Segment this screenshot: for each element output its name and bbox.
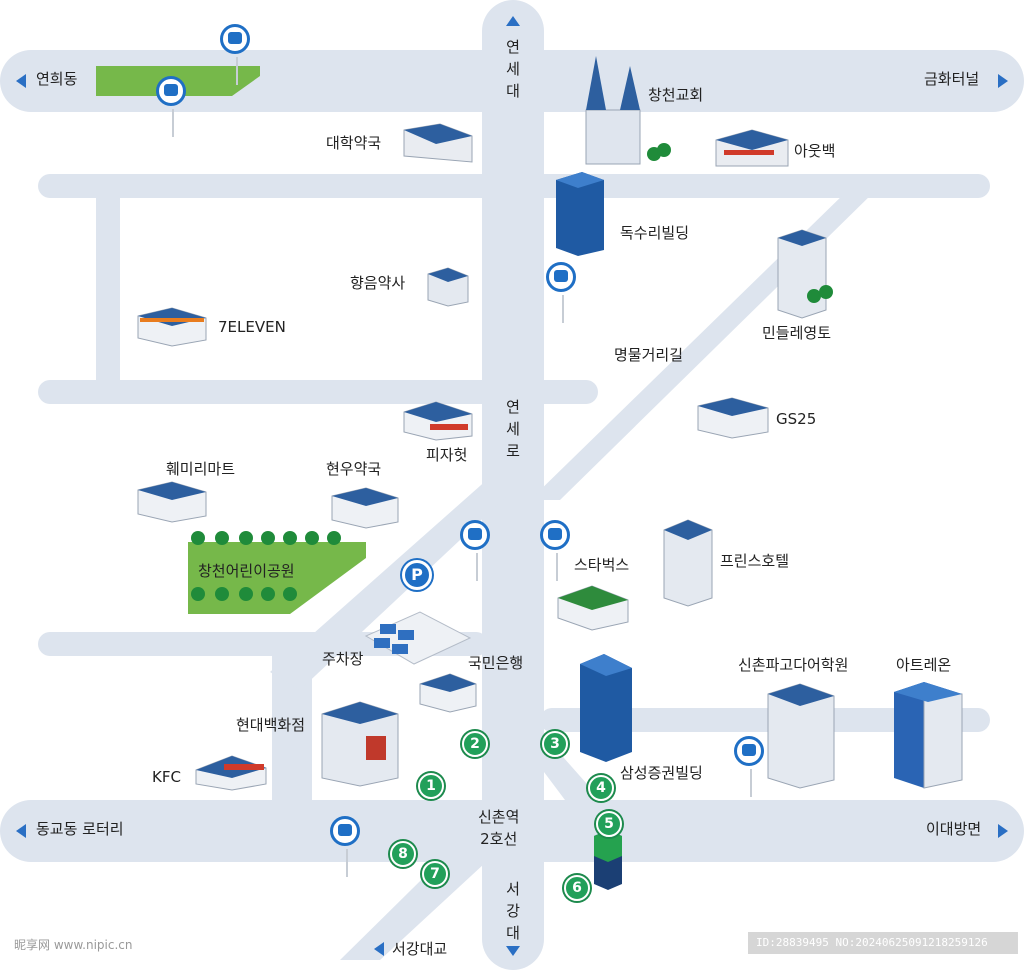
arrow-up-icon: [506, 16, 520, 26]
kfc-building: [195, 755, 267, 791]
direction-sogang-bridge: 서강대교: [392, 940, 448, 958]
arrow-down-icon: [506, 946, 520, 956]
kookmin-building: [419, 673, 477, 713]
exit-8-icon: 8: [390, 841, 416, 867]
hyangeum-building: [427, 267, 469, 307]
right-small-road: [540, 708, 990, 732]
exit-3-icon: 3: [542, 731, 568, 757]
diagonal-lower-left: [270, 470, 524, 690]
artreon-building: [894, 682, 963, 789]
bus-stop-icon: [330, 816, 360, 877]
label-park: 창천어린이공원: [198, 562, 295, 580]
direction-ewha: 이대방면: [926, 820, 982, 838]
road-to-bridge: [340, 820, 510, 960]
label-familymart: 훼미리마트: [166, 460, 236, 478]
label-gs25: GS25: [776, 410, 817, 428]
label-parking-lot: 주차장: [322, 650, 364, 668]
direction-yeonhuidong: 연희동: [36, 70, 78, 88]
direction-geumhwa-tunnel: 금화터널: [924, 70, 980, 88]
arrow-left-icon: [16, 74, 26, 88]
changcheon-park: [188, 542, 366, 614]
left-vertical-road: [96, 190, 120, 390]
gs25-building: [697, 397, 769, 439]
bus-stop-icon: [220, 24, 250, 85]
direction-sogang-univ: 서강대: [506, 880, 520, 942]
label-pagoda: 신촌파고다어학원: [738, 656, 849, 674]
label-mindle: 민들레영토: [762, 324, 832, 342]
diagonal-to-exit: [520, 740, 610, 820]
bus-stop-icon: [156, 76, 186, 137]
pharmacy-top-building: [403, 123, 473, 163]
prince-hotel-building: [663, 519, 713, 607]
road-myeongmul: 명물거리길: [614, 346, 684, 364]
bus-stop-icon: [460, 520, 490, 581]
label-hyangeum: 향음약사: [350, 274, 406, 292]
label-kfc: KFC: [152, 768, 181, 786]
station-exit-building: [594, 830, 622, 890]
label-church: 창천교회: [648, 86, 704, 104]
outback-building: [715, 129, 789, 167]
exit-6-icon: 6: [564, 875, 590, 901]
bus-stop-icon: [734, 736, 764, 797]
seven-eleven-building: [137, 307, 207, 347]
arrow-left-icon: [374, 942, 384, 956]
direction-donggyodong-rotary: 동교동 로터리: [36, 820, 124, 838]
arrow-left-icon: [16, 824, 26, 838]
direction-yonsei-univ: 연세대: [506, 38, 520, 100]
pagoda-building: [767, 683, 835, 789]
watermark-id: ID:28839495 NO:20240625091218259126: [748, 932, 1018, 954]
hyunwoo-building: [331, 487, 399, 529]
exit-5-icon: 5: [596, 811, 622, 837]
label-samsung: 삼성증권빌딩: [620, 764, 703, 782]
exit-1-icon: 1: [418, 773, 444, 799]
label-seven-eleven: 7ELEVEN: [218, 318, 286, 336]
church-building: [585, 56, 671, 165]
starbucks-building: [557, 585, 629, 631]
label-hyundai: 현대백화점: [236, 716, 306, 734]
hyundai-building: [321, 701, 399, 787]
label-kookmin: 국민은행: [468, 654, 524, 672]
label-pharmacy-top: 대학약국: [326, 134, 382, 152]
samsung-building: [580, 654, 632, 762]
label-artreon: 아트레온: [896, 656, 952, 674]
station-sinchon: 신촌역 2호선: [478, 808, 520, 848]
label-pizzahut: 피자헛: [426, 446, 468, 464]
exit-4-icon: 4: [588, 775, 614, 801]
watermark-left: 昵享网 www.nipic.cn: [14, 938, 133, 952]
bus-stop-icon: [546, 262, 576, 323]
label-doksuri: 독수리빌딩: [620, 224, 690, 242]
park-trees: [191, 531, 341, 601]
parking-icon: P: [402, 560, 432, 590]
road-yonsei-ro: 연세로: [506, 398, 520, 460]
arrow-right-icon: [998, 824, 1008, 838]
familymart-building: [137, 481, 207, 523]
doksuri-building: [556, 172, 604, 256]
exit-2-icon: 2: [462, 731, 488, 757]
pizzahut-building: [403, 401, 473, 441]
mindle-building: [777, 229, 833, 319]
label-starbucks: 스타벅스: [574, 556, 630, 574]
arrow-right-icon: [998, 74, 1008, 88]
label-hyunwoo: 현우약국: [326, 460, 382, 478]
parking-lot: [364, 611, 472, 665]
label-prince-hotel: 프린스호텔: [720, 552, 790, 570]
exit-7-icon: 7: [422, 861, 448, 887]
label-outback: 아웃백: [794, 142, 836, 160]
bus-stop-icon: [540, 520, 570, 581]
third-road: [38, 380, 598, 404]
